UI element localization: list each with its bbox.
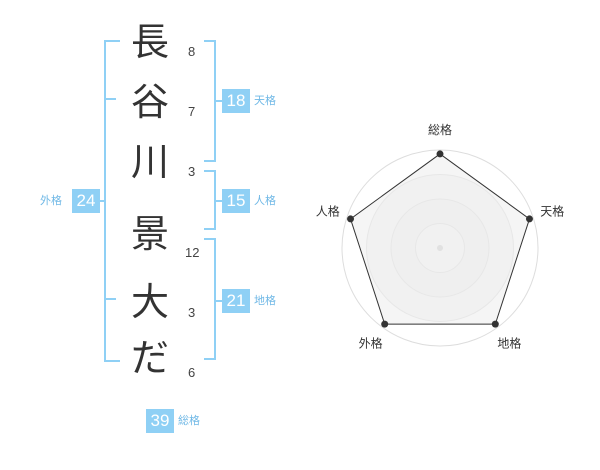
soukaku-value-badge: 39 [146, 409, 174, 433]
stroke-count-3: 3 [188, 164, 196, 179]
radar-axis-label-4: 外格 [359, 335, 383, 350]
tenkaku-bracket-stem [214, 100, 222, 102]
gaikaku-bracket-tick [104, 98, 116, 100]
stroke-count-4: 12 [185, 245, 200, 260]
radar-axis-label-5: 人格 [316, 204, 340, 219]
chikaku-value-badge: 21 [222, 289, 250, 313]
gaikaku-value-badge: 24 [72, 189, 100, 213]
jinkaku-label: 人格 [254, 194, 276, 207]
radar-point-5 [347, 215, 355, 223]
radar-point-4 [381, 320, 389, 328]
gaikaku-bracket [104, 40, 120, 362]
gaikaku-label: 外格 [40, 194, 62, 207]
radar-axis-label-1: 総格 [428, 122, 452, 137]
radar-point-2 [525, 215, 533, 223]
name-char-2: 谷 [130, 80, 169, 124]
tenkaku-value-badge: 18 [222, 89, 250, 113]
radar-series-shape [349, 153, 531, 325]
radar-axis-label-2: 天格 [540, 204, 564, 219]
chikaku-bracket-stem [214, 300, 222, 302]
stroke-count-1: 8 [188, 44, 196, 59]
name-char-5: 大 [130, 280, 169, 324]
name-char-4: 景 [130, 212, 169, 256]
name-char-6: だ [130, 336, 169, 380]
radar-point-1 [436, 150, 444, 158]
gaikaku-bracket-tick [104, 298, 116, 300]
stroke-count-6: 6 [188, 365, 196, 380]
radar-point-3 [491, 320, 499, 328]
radar-axis-label-3: 地格 [497, 335, 521, 350]
jinkaku-value-badge: 15 [222, 189, 250, 213]
stroke-count-2: 7 [188, 104, 196, 119]
name-char-3: 川 [130, 140, 169, 184]
tenkaku-label: 天格 [254, 94, 276, 107]
soukaku-label: 総格 [178, 414, 200, 427]
stroke-count-5: 3 [188, 305, 196, 320]
name-char-1: 長 [130, 20, 169, 64]
chikaku-bracket [204, 238, 216, 360]
jinkaku-bracket-stem [214, 200, 222, 202]
chikaku-label: 地格 [254, 294, 276, 307]
gaikaku-bracket-stem [98, 200, 106, 202]
